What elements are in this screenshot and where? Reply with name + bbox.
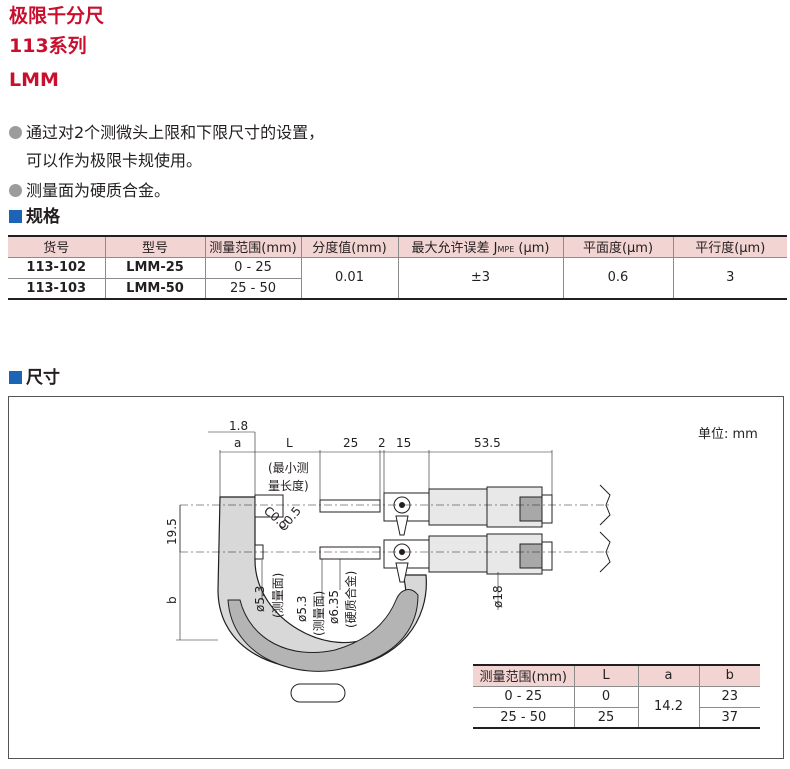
feature-text: 可以作为极限卡规使用。	[26, 151, 203, 170]
cell-range: 25 - 50	[204, 278, 301, 300]
label-phi-6-35: ø6.35	[327, 590, 341, 624]
bullet-icon	[9, 126, 22, 139]
product-title: 极限千分尺	[9, 5, 105, 27]
thimble-upper	[428, 488, 488, 526]
table-row: 0 - 25 0 14.2 23	[473, 686, 760, 729]
spindle-upper	[319, 499, 381, 513]
dim-2: 2	[378, 436, 386, 450]
dim-a: a	[234, 436, 241, 450]
cell-model: LMM-25	[104, 257, 205, 279]
square-icon	[9, 210, 22, 223]
col-header: 分度值(mm)	[300, 235, 398, 258]
cell-b: 23	[698, 686, 760, 708]
cell-L: 25	[573, 707, 638, 729]
label-phi-5-3: ø5.3	[253, 586, 267, 612]
bullet-icon	[9, 184, 22, 197]
cell-code: 113-103	[8, 278, 105, 300]
label-min-length: 量长度)	[268, 478, 309, 493]
series-title: 113系列	[9, 35, 87, 57]
spec-table: 货号 型号 测量范围(mm) 分度值(mm) 最大允许误差 JMPE (μm) …	[8, 235, 787, 300]
col-header: 测量范围(mm)	[204, 235, 301, 258]
dim-19-5: 19.5	[165, 518, 179, 545]
frame-inner	[227, 589, 419, 672]
thimble-lower	[428, 535, 488, 573]
dim-b: b	[165, 596, 179, 604]
label-meas-face: (测量面)	[312, 591, 326, 636]
dim-1-8: 1.8	[229, 419, 248, 433]
table-header-row: 货号 型号 测量范围(mm) 分度值(mm) 最大允许误差 JMPE (μm) …	[8, 235, 787, 258]
cell-flatness: 0.6	[562, 257, 673, 300]
col-header: b	[698, 664, 760, 687]
dim-53-5: 53.5	[474, 436, 501, 450]
table-row: 113-102 LMM-25 0 - 25 0.01 ±3 0.6 3	[8, 257, 787, 300]
frame-slot	[290, 683, 346, 703]
col-header: L	[573, 664, 638, 687]
feature-text: 通过对2个测微头上限和下限尺寸的设置，	[26, 123, 325, 142]
spindle-lower	[319, 546, 381, 560]
label-min-length: (最小测	[268, 461, 309, 475]
label-phi-18: ø18	[491, 585, 505, 608]
label-phi-5-3: ø5.3	[295, 596, 309, 622]
feature-item: 可以作为极限卡规使用。	[26, 150, 202, 172]
col-header: 货号	[8, 235, 105, 258]
cell-range: 0 - 25	[204, 257, 301, 279]
anvil-upper	[254, 494, 284, 518]
cell-a: 14.2	[637, 686, 699, 729]
cell-code: 113-102	[8, 257, 105, 279]
drawing-frame	[8, 396, 784, 759]
cell-model: LMM-50	[104, 278, 205, 300]
col-header: 平面度(μm)	[562, 235, 673, 258]
col-header: 测量范围(mm)	[473, 664, 574, 687]
unit-label: 单位: mm	[698, 427, 758, 442]
frame-body	[217, 496, 427, 671]
model-title: LMM	[9, 69, 59, 91]
cell-graduation: 0.01	[300, 257, 398, 300]
table-row: 113-103 LMM-50 25 - 50	[8, 278, 787, 300]
label-meas-face: (测量面)	[271, 573, 285, 618]
knurl-upper	[519, 496, 543, 522]
square-icon	[9, 371, 22, 384]
section-heading-dims: 尺寸	[9, 367, 60, 389]
dim-25: 25	[343, 436, 358, 450]
table-header-row: 测量范围(mm) L a b	[473, 664, 760, 687]
section-title: 尺寸	[26, 368, 60, 388]
col-header: a	[637, 664, 699, 687]
section-heading-spec: 规格	[9, 206, 60, 228]
dimension-table: 测量范围(mm) L a b 0 - 25 0 14.2 23 25 - 50 …	[473, 664, 760, 729]
cell-b: 37	[698, 707, 760, 729]
feature-item: 通过对2个测微头上限和下限尺寸的设置，	[9, 122, 324, 144]
knurl-lower	[519, 543, 543, 569]
label-carbide: (硬质合金)	[343, 571, 358, 628]
cell-range: 0 - 25	[473, 686, 574, 708]
cell-error: ±3	[397, 257, 563, 300]
col-header: 最大允许误差 JMPE (μm)	[397, 235, 563, 258]
dim-15: 15	[396, 436, 411, 450]
table-row: 25 - 50 25 37	[473, 707, 760, 729]
col-header: 平行度(μm)	[672, 235, 787, 258]
feature-item: 测量面为硬质合金。	[9, 180, 170, 202]
cell-parallelism: 3	[672, 257, 787, 300]
section-title: 规格	[26, 207, 60, 227]
col-header: 型号	[104, 235, 205, 258]
dim-L: L	[286, 436, 293, 450]
cell-range: 25 - 50	[473, 707, 574, 729]
feature-text: 测量面为硬质合金。	[26, 181, 171, 200]
cell-L: 0	[573, 686, 638, 708]
